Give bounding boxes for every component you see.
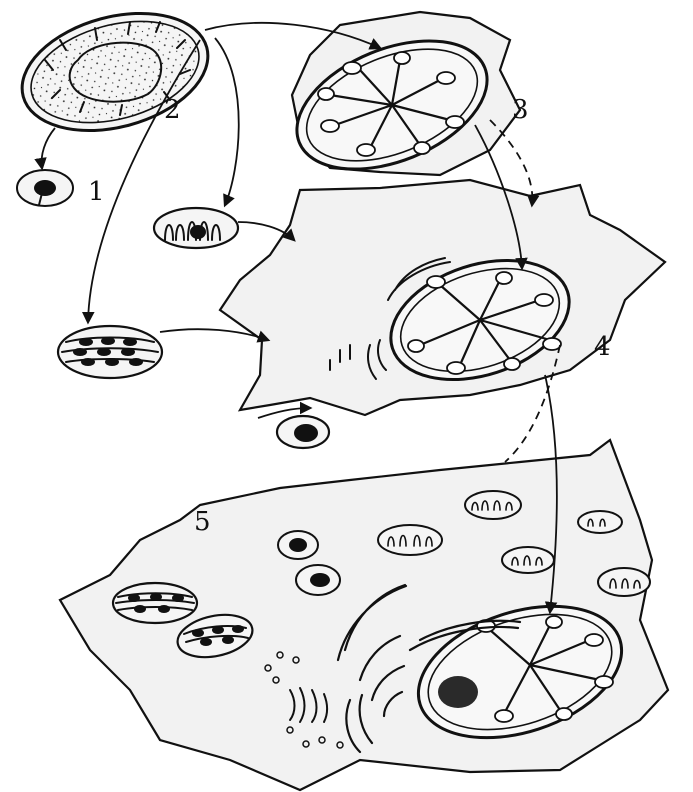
arrow-2-to-1	[42, 128, 55, 168]
arrow-2-to-small-mito	[215, 38, 239, 205]
structure-2	[9, 0, 221, 150]
label-2: 2	[164, 95, 181, 125]
small-granule-body	[277, 416, 329, 448]
structure-4	[220, 180, 665, 415]
structure-5	[60, 440, 668, 790]
mitochondrion-small	[154, 208, 238, 248]
label-1: 1	[88, 177, 105, 207]
label-3: 3	[512, 95, 529, 125]
structure-1	[17, 170, 73, 206]
plastid-lamellar	[58, 326, 162, 378]
label-5: 5	[194, 507, 211, 537]
structure-3	[278, 12, 520, 194]
label-4: 4	[594, 332, 611, 362]
